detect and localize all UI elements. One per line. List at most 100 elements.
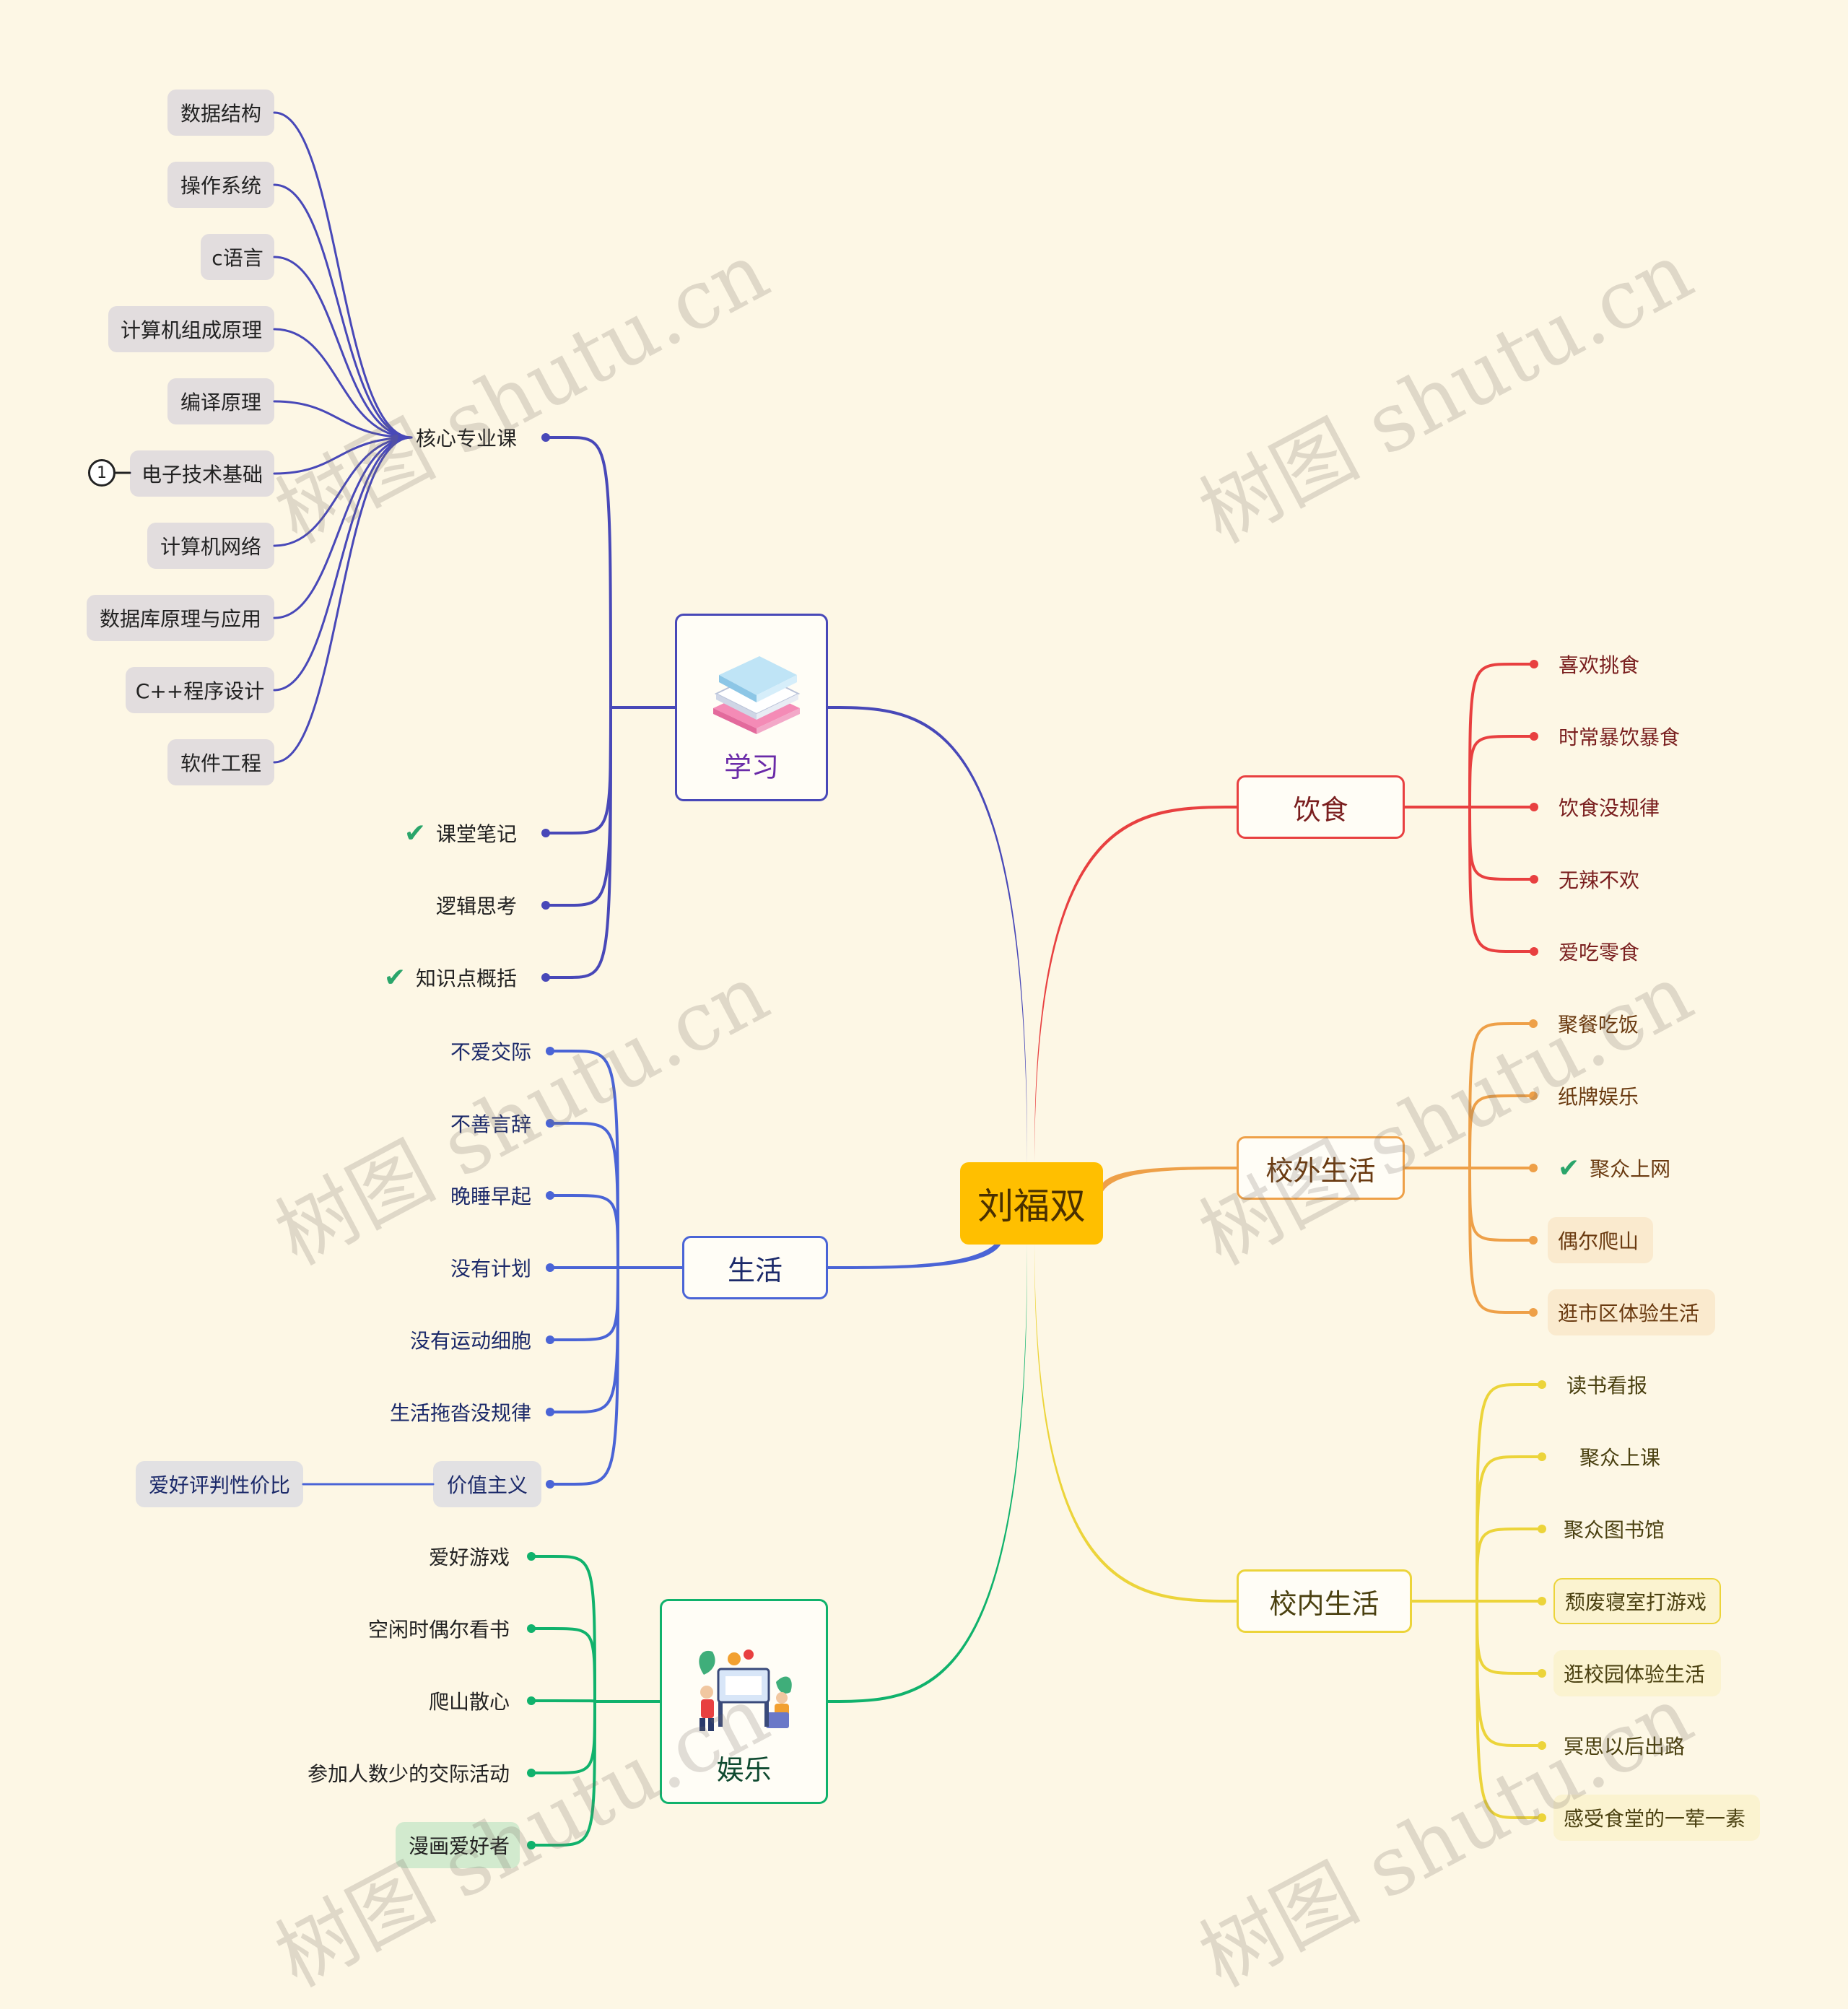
oncampus-connector bbox=[1476, 1455, 1543, 1603]
topic-fun[interactable]: 爬山散心 bbox=[413, 1678, 520, 1724]
connector-dot bbox=[1530, 732, 1538, 741]
topic-food[interactable]: 饮食没规律 bbox=[1548, 784, 1675, 830]
topic-label: 空闲时偶尔看书 bbox=[367, 1618, 510, 1642]
topic-course[interactable]: 计算机组成原理 bbox=[108, 306, 274, 352]
topic-label: C++程序设计 bbox=[135, 679, 265, 703]
study-connector bbox=[544, 706, 612, 979]
topic-value[interactable]: 价值主义 bbox=[433, 1461, 541, 1507]
topic-label: 没有运动细胞 bbox=[409, 1329, 531, 1353]
topic-logic[interactable]: 逻辑思考 bbox=[411, 882, 527, 928]
branch-food[interactable]: 饮食 bbox=[1237, 775, 1405, 839]
topic-life[interactable]: 生活拖沓没规律 bbox=[361, 1389, 541, 1435]
offcampus-connector bbox=[1468, 1167, 1535, 1314]
topic-life[interactable]: 没有计划 bbox=[435, 1245, 541, 1291]
topic-oncampus[interactable]: 逛校园体验生活 bbox=[1553, 1650, 1721, 1696]
connector-dot bbox=[546, 1480, 554, 1489]
topic-label: 操作系统 bbox=[180, 174, 261, 198]
branch-label: 校内生活 bbox=[1269, 1587, 1380, 1620]
branch-connector bbox=[828, 1237, 1027, 1703]
topic-food[interactable]: 时常暴饮暴食 bbox=[1548, 713, 1696, 759]
topic-course[interactable]: 操作系统 bbox=[167, 162, 274, 208]
study-connector bbox=[544, 706, 612, 834]
connector-dot bbox=[1530, 803, 1538, 811]
life-connector bbox=[549, 1194, 619, 1269]
topic-label: 不爱交际 bbox=[450, 1040, 531, 1064]
connector-dot bbox=[1529, 1091, 1538, 1100]
fun-connector bbox=[530, 1555, 596, 1703]
topic-life[interactable]: 没有运动细胞 bbox=[394, 1317, 541, 1363]
topic-food[interactable]: 喜欢挑食 bbox=[1548, 641, 1655, 687]
topic-summary[interactable]: ✔知识点概括 bbox=[361, 954, 527, 1001]
topic-fun[interactable]: 漫画爱好者 bbox=[396, 1822, 520, 1868]
topic-label: 冥思以后出路 bbox=[1564, 1735, 1686, 1759]
topic-label: 聚餐吃饭 bbox=[1558, 1013, 1639, 1037]
topic-label: 数据结构 bbox=[180, 102, 261, 126]
connector-dot bbox=[546, 1047, 554, 1055]
topic-course[interactable]: 数据结构 bbox=[167, 90, 274, 136]
branch-study[interactable]: 学习 bbox=[675, 614, 828, 801]
topic-course[interactable]: c语言 bbox=[201, 234, 274, 280]
fun-connector bbox=[530, 1700, 596, 1774]
connector-dot bbox=[1529, 1019, 1538, 1028]
topic-offcampus[interactable]: ✔聚众上网 bbox=[1548, 1145, 1692, 1191]
branch-life[interactable]: 生活 bbox=[682, 1236, 828, 1299]
topic-fun[interactable]: 空闲时偶尔看书 bbox=[352, 1605, 520, 1652]
topic-life[interactable]: 不善言辞 bbox=[435, 1100, 541, 1146]
topic-label: 爱好游戏 bbox=[428, 1546, 510, 1569]
topic-oncampus[interactable]: 聚众图书馆 bbox=[1553, 1506, 1681, 1552]
topic-oncampus[interactable]: 颓废寝室打游戏 bbox=[1553, 1578, 1721, 1624]
life-connector bbox=[549, 1122, 619, 1269]
topic-oncampus[interactable]: 读书看报 bbox=[1553, 1361, 1660, 1408]
connector-dot bbox=[541, 829, 550, 837]
connector-dot bbox=[1538, 1597, 1546, 1605]
topic-course[interactable]: 电子技术基础 bbox=[130, 450, 274, 497]
root-node[interactable]: 刘福双 bbox=[960, 1162, 1103, 1245]
topic-label: 聚众图书馆 bbox=[1564, 1518, 1665, 1542]
topic-oncampus[interactable]: 感受食堂的一荤一素 bbox=[1553, 1795, 1760, 1841]
check-icon: ✔ bbox=[383, 962, 406, 993]
branch-connector bbox=[1034, 1237, 1237, 1603]
offcampus-connector bbox=[1468, 1022, 1535, 1169]
branch-fun[interactable]: 娱乐 bbox=[660, 1599, 828, 1804]
topic-food[interactable]: 无辣不欢 bbox=[1548, 856, 1655, 902]
fun-connector bbox=[530, 1700, 596, 1847]
oncampus-connector bbox=[1476, 1600, 1543, 1675]
topic-course[interactable]: 数据库原理与应用 bbox=[87, 595, 274, 641]
topic-offcampus[interactable]: 聚餐吃饭 bbox=[1548, 1001, 1655, 1047]
topic-course[interactable]: 软件工程 bbox=[167, 739, 274, 785]
topic-course[interactable]: 计算机网络 bbox=[147, 523, 274, 569]
connector-dot bbox=[527, 1769, 536, 1777]
topic-offcampus[interactable]: 纸牌娱乐 bbox=[1548, 1073, 1655, 1119]
connector-dot bbox=[1538, 1669, 1546, 1678]
topic-offcampus[interactable]: 逛市区体验生活 bbox=[1548, 1289, 1715, 1335]
topic-label: 无辣不欢 bbox=[1559, 868, 1640, 892]
topic-offcampus[interactable]: 偶尔爬山 bbox=[1548, 1217, 1653, 1263]
life-connector bbox=[549, 1266, 619, 1486]
branch-connector bbox=[1034, 806, 1237, 1170]
topic-label: 数据库原理与应用 bbox=[99, 607, 261, 631]
branch-offcampus[interactable]: 校外生活 bbox=[1237, 1136, 1405, 1200]
priority-marker[interactable]: 1 bbox=[88, 459, 116, 487]
topic-oncampus[interactable]: 聚众上课 bbox=[1553, 1434, 1675, 1480]
topic-food[interactable]: 爱吃零食 bbox=[1548, 928, 1655, 975]
topic-label: 生活拖沓没规律 bbox=[389, 1401, 531, 1425]
topic-course[interactable]: 编译原理 bbox=[167, 378, 274, 424]
topic-core-courses[interactable]: 核心专业课 bbox=[411, 414, 527, 461]
branch-oncampus[interactable]: 校内生活 bbox=[1237, 1569, 1412, 1633]
course-connector bbox=[273, 436, 413, 619]
topic-oncampus[interactable]: 冥思以后出路 bbox=[1553, 1722, 1701, 1769]
connector-dot bbox=[527, 1841, 536, 1849]
topic-class-notes[interactable]: ✔课堂笔记 bbox=[375, 810, 527, 856]
topic-life[interactable]: 不爱交际 bbox=[435, 1028, 541, 1074]
topic-label: 爬山散心 bbox=[428, 1690, 510, 1714]
topic-life[interactable]: 晚睡早起 bbox=[435, 1172, 541, 1219]
topic-course[interactable]: C++程序设计 bbox=[126, 667, 274, 713]
topic-value-detail[interactable]: 爱好评判性价比 bbox=[136, 1461, 303, 1507]
books-stack-icon bbox=[713, 656, 801, 734]
topic-label: 课堂笔记 bbox=[435, 822, 517, 846]
topic-label: 爱好评判性价比 bbox=[148, 1473, 290, 1497]
topic-label: 逛校园体验生活 bbox=[1564, 1662, 1706, 1686]
connector-dot bbox=[1530, 660, 1538, 668]
topic-fun[interactable]: 爱好游戏 bbox=[413, 1533, 520, 1579]
topic-fun[interactable]: 参加人数少的交际活动 bbox=[282, 1750, 520, 1796]
